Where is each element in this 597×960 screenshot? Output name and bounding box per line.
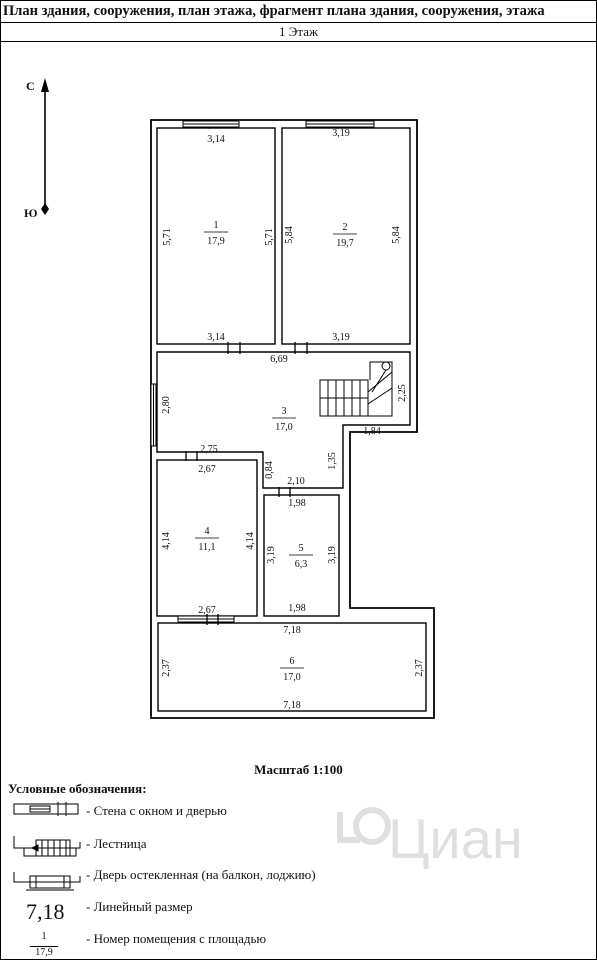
dim-r3-bottom-mid: 2,10 bbox=[287, 476, 305, 487]
legend-item-wall: - Стена с окном и дверью bbox=[86, 803, 227, 818]
legend-item-linear-size: - Линейный размер bbox=[86, 899, 193, 914]
dim-r4-left: 4,14 bbox=[161, 532, 172, 550]
compass-north: С bbox=[26, 79, 35, 93]
dim-r6-top: 7,18 bbox=[283, 625, 301, 636]
north-arrow-icon bbox=[41, 78, 49, 92]
dim-r5-left: 3,19 bbox=[266, 546, 277, 564]
dim-r1-right: 5,71 bbox=[264, 228, 275, 246]
room-6-number: 6 bbox=[290, 656, 295, 667]
legend-symbols bbox=[13, 802, 81, 891]
room-1-number: 1 bbox=[214, 220, 219, 231]
dim-r3-notch: 0,84 bbox=[264, 461, 275, 479]
room-3-area: 17,0 bbox=[275, 422, 293, 433]
dim-r3-step: 1,84 bbox=[363, 426, 381, 437]
dim-r4-bottom: 2,67 bbox=[198, 605, 216, 616]
room-3 bbox=[156, 351, 411, 489]
legend-size-example: 7,18 bbox=[26, 899, 65, 924]
dim-r2-top: 3,19 bbox=[332, 128, 350, 139]
room-5 bbox=[263, 494, 340, 617]
legend-item-room-number: - Номер помещения с площадью bbox=[86, 931, 267, 946]
dim-r5-bottom: 1,98 bbox=[288, 603, 306, 614]
windows bbox=[150, 120, 375, 623]
dim-r1-bottom: 3,14 bbox=[207, 332, 225, 343]
room-labels: 1 17,9 2 19,7 3 17,0 4 11,1 5 6,3 6 17,0 bbox=[195, 220, 357, 683]
dim-r2-right: 5,84 bbox=[391, 226, 402, 244]
room-5-number: 5 bbox=[299, 543, 304, 554]
room-3-number: 3 bbox=[282, 406, 287, 417]
dim-r2-bottom: 3,19 bbox=[332, 332, 350, 343]
room-6-area: 17,0 bbox=[283, 672, 301, 683]
dim-r6-left: 2,37 bbox=[161, 659, 172, 677]
room-5-area: 6,3 bbox=[295, 559, 308, 570]
room-4-number: 4 bbox=[205, 526, 210, 537]
legend-item-glazed-door: - Дверь остекленная (на балкон, лоджию) bbox=[86, 867, 316, 882]
watermark-logo bbox=[337, 807, 391, 845]
dimensions: 3,14 3,14 5,71 5,71 3,19 3,19 5,84 5,84 … bbox=[161, 128, 425, 711]
dim-r6-bottom: 7,18 bbox=[283, 700, 301, 711]
legend-room-number-example: 1 bbox=[41, 931, 47, 942]
dim-r3-bottom-left: 2,75 bbox=[200, 444, 218, 455]
legend-stairs-icon bbox=[13, 836, 81, 857]
legend-glazed-door-icon bbox=[13, 872, 81, 891]
watermark: Циан bbox=[322, 800, 552, 880]
dim-r3-side: 1,35 bbox=[327, 452, 338, 470]
compass-south: Ю bbox=[24, 206, 38, 220]
dim-r2-left: 5,84 bbox=[284, 226, 295, 244]
room-4-area: 11,1 bbox=[198, 542, 215, 553]
room-1-area: 17,9 bbox=[207, 236, 225, 247]
legend-wall-window-door-icon bbox=[13, 802, 79, 816]
scale-label: Масштаб 1:100 bbox=[254, 762, 343, 777]
dim-r4-right: 4,14 bbox=[245, 532, 256, 550]
stairs bbox=[319, 361, 393, 417]
doors bbox=[185, 342, 308, 625]
page-title: План здания, сооружения, план этажа, фра… bbox=[0, 0, 597, 23]
dim-r3-stair: 2,25 bbox=[397, 384, 408, 402]
dim-r5-top: 1,98 bbox=[288, 498, 306, 509]
dim-r3-top: 6,69 bbox=[270, 354, 288, 365]
dim-r1-top: 3,14 bbox=[207, 134, 225, 145]
dim-r4-top: 2,67 bbox=[198, 464, 216, 475]
floor-label: 1 Этаж bbox=[0, 22, 597, 42]
room-2-area: 19,7 bbox=[336, 238, 354, 249]
outer-wall bbox=[150, 119, 435, 719]
dim-r5-right: 3,19 bbox=[327, 546, 338, 564]
south-marker-icon bbox=[41, 203, 49, 215]
dim-r6-right: 2,37 bbox=[414, 659, 425, 677]
room-2 bbox=[281, 127, 411, 345]
compass: С Ю bbox=[24, 78, 49, 220]
room-6 bbox=[157, 622, 427, 712]
legend-room-area-example: 17,9 bbox=[30, 946, 58, 958]
dim-r3-left: 2,80 bbox=[161, 396, 172, 414]
room-2-number: 2 bbox=[343, 222, 348, 233]
room-1 bbox=[156, 127, 276, 345]
watermark-text: Циан bbox=[388, 807, 523, 870]
legend-item-stairs: - Лестница bbox=[86, 836, 147, 851]
legend-title: Условные обозначения: bbox=[8, 781, 147, 796]
dim-r1-left: 5,71 bbox=[162, 228, 173, 246]
